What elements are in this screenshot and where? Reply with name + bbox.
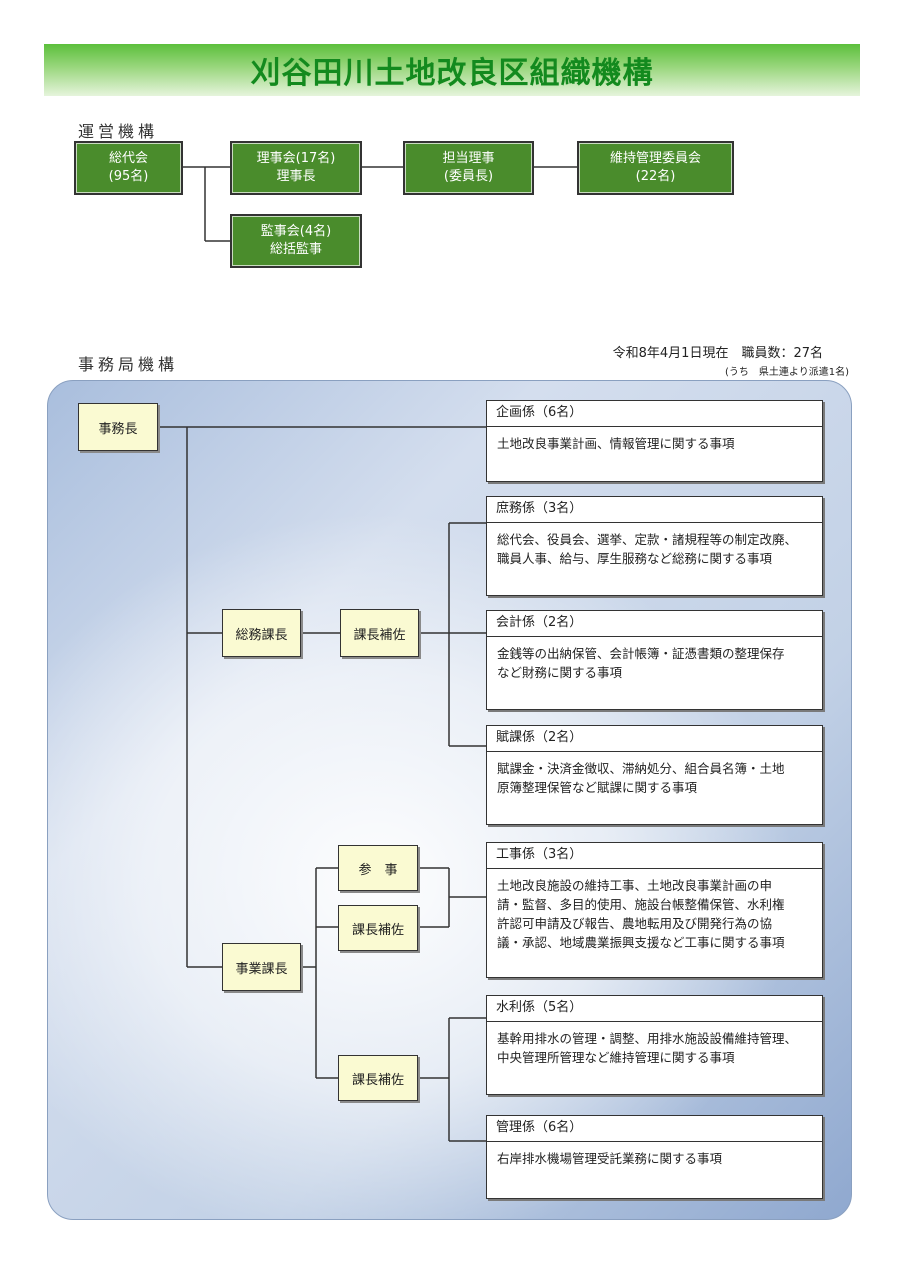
director-in-charge-box: 担当理事 (委員長) xyxy=(403,141,534,195)
general-affairs-chief-label: 総務課長 xyxy=(235,627,288,643)
section-card-accounting: 会計係（2名） 金銭等の出納保管、会計帳簿・証憑書類の整理保存 など財務に関する… xyxy=(486,610,823,710)
maintenance-committee-count: (22名) xyxy=(635,169,676,184)
governance-label: 運営機構 xyxy=(78,122,159,141)
auditors-chief: 総括監事 xyxy=(269,242,322,257)
director-label: 事務長 xyxy=(98,421,138,437)
works-chief-label: 事業課長 xyxy=(235,961,288,977)
general-affairs-deputy-box: 課長補佐 xyxy=(340,609,419,657)
director-in-charge-role: (委員長) xyxy=(443,169,494,184)
counselor-label: 参 事 xyxy=(358,862,398,878)
section-card-management: 管理係（6名） 右岸排水機場管理受託業務に関する事項 xyxy=(486,1115,823,1199)
works-deputy-1-box: 課長補佐 xyxy=(338,905,418,951)
duty-line: など財務に関する事項 xyxy=(497,665,623,680)
general-assembly-title: 総代会 xyxy=(108,151,148,166)
section-card-general: 庶務係（3名） 総代会、役員会、選挙、定款・諸規程等の制定改廃、 職員人事、給与… xyxy=(486,496,823,596)
counselor-box: 参 事 xyxy=(338,845,418,891)
general-assembly-count: (95名) xyxy=(108,169,149,184)
duty-line: 請・監督、多目的使用、施設台帳整備保管、水利権 xyxy=(497,897,785,912)
page-title: 刈谷田川土地改良区組織機構 xyxy=(250,56,654,91)
auditors-title: 監事会(4名) xyxy=(260,224,332,239)
works-deputy-2-box: 課長補佐 xyxy=(338,1055,418,1101)
section-card-planning: 企画係（6名） 土地改良事業計画、情報管理に関する事項 xyxy=(486,400,823,482)
maintenance-committee-title: 維持管理委員会 xyxy=(609,151,701,166)
duty-line: 土地改良事業計画、情報管理に関する事項 xyxy=(497,436,735,451)
general-assembly-box: 総代会 (95名) xyxy=(74,141,183,195)
board-chair: 理事長 xyxy=(276,169,316,184)
duty-line: 議・承認、地域農業振興支援など工事に関する事項 xyxy=(497,935,785,950)
section-duties: 基幹用排水の管理・調整、用排水施設設備維持管理、 中央管理所管理など維持管理に関… xyxy=(487,1022,822,1067)
duty-line: 金銭等の出納保管、会計帳簿・証憑書類の整理保存 xyxy=(497,646,785,661)
section-name: 工事係（3名） xyxy=(487,843,822,869)
section-name: 庶務係（3名） xyxy=(487,497,822,523)
section-duties: 土地改良施設の維持工事、土地改良事業計画の申 請・監督、多目的使用、施設台帳整備… xyxy=(487,869,822,952)
director-box: 事務長 xyxy=(78,403,158,451)
duty-line: 右岸排水機場管理受託業務に関する事項 xyxy=(497,1151,723,1166)
section-card-construction: 工事係（3名） 土地改良施設の維持工事、土地改良事業計画の申 請・監督、多目的使… xyxy=(486,842,823,978)
section-name: 企画係（6名） xyxy=(487,401,822,427)
duty-line: 職員人事、給与、厚生服務など総務に関する事項 xyxy=(497,551,773,566)
title-banner: 刈谷田川土地改良区組織機構 xyxy=(44,44,860,96)
general-affairs-deputy-label: 課長補佐 xyxy=(353,627,406,643)
section-name: 会計係（2名） xyxy=(487,611,822,637)
as-of-date: 令和8年4月1日現在 職員数：27名 xyxy=(612,346,823,361)
section-name: 水利係（5名） xyxy=(487,996,822,1022)
works-deputy-1-label: 課長補佐 xyxy=(351,922,404,938)
section-duties: 金銭等の出納保管、会計帳簿・証憑書類の整理保存 など財務に関する事項 xyxy=(487,637,822,682)
duty-line: 総代会、役員会、選挙、定款・諸規程等の制定改廃、 xyxy=(497,532,798,547)
duty-line: 許認可申請及び報告、農地転用及び開発行為の協 xyxy=(497,916,773,931)
duty-line: 賦課金・決済金徴収、滞納処分、組合員名簿・土地 xyxy=(497,761,785,776)
dispatch-note: (うち 県土連より派遣1名) xyxy=(725,367,849,378)
director-in-charge-title: 担当理事 xyxy=(442,151,495,166)
section-name: 管理係（6名） xyxy=(487,1116,822,1142)
section-duties: 右岸排水機場管理受託業務に関する事項 xyxy=(487,1142,822,1168)
board-title: 理事会(17名) xyxy=(256,151,336,166)
duty-line: 土地改良施設の維持工事、土地改良事業計画の申 xyxy=(497,878,773,893)
section-duties: 賦課金・決済金徴収、滞納処分、組合員名簿・土地 原簿整理保管など賦課に関する事項 xyxy=(487,752,822,797)
works-chief-box: 事業課長 xyxy=(222,943,301,991)
governance-connectors xyxy=(183,166,577,242)
auditors-box: 監事会(4名) 総括監事 xyxy=(230,214,362,268)
duty-line: 中央管理所管理など維持管理に関する事項 xyxy=(497,1050,735,1065)
works-deputy-2-label: 課長補佐 xyxy=(351,1072,404,1088)
section-name: 賦課係（2名） xyxy=(487,726,822,752)
office-label: 事務局機構 xyxy=(78,355,179,374)
duty-line: 基幹用排水の管理・調整、用排水施設設備維持管理、 xyxy=(497,1031,798,1046)
duty-line: 原簿整理保管など賦課に関する事項 xyxy=(497,780,698,795)
section-duties: 総代会、役員会、選挙、定款・諸規程等の制定改廃、 職員人事、給与、厚生服務など総… xyxy=(487,523,822,568)
section-card-levy: 賦課係（2名） 賦課金・決済金徴収、滞納処分、組合員名簿・土地 原簿整理保管など… xyxy=(486,725,823,825)
maintenance-committee-box: 維持管理委員会 (22名) xyxy=(577,141,734,195)
general-affairs-chief-box: 総務課長 xyxy=(222,609,301,657)
section-duties: 土地改良事業計画、情報管理に関する事項 xyxy=(487,427,822,453)
board-box: 理事会(17名) 理事長 xyxy=(230,141,362,195)
section-card-water: 水利係（5名） 基幹用排水の管理・調整、用排水施設設備維持管理、 中央管理所管理… xyxy=(486,995,823,1095)
